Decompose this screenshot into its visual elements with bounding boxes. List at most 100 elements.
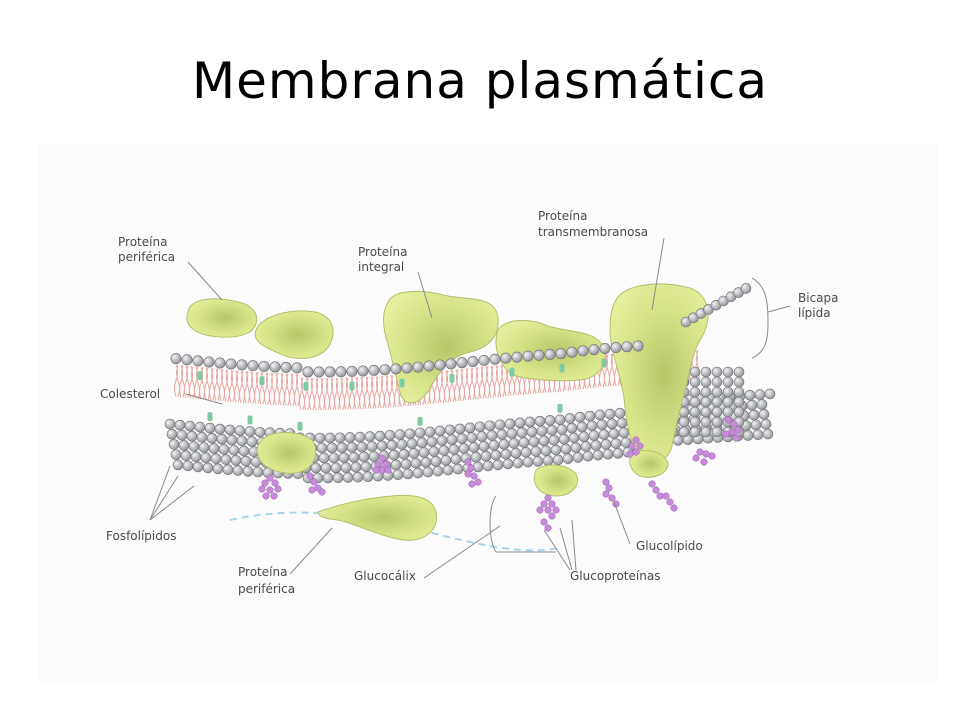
phospholipid-head — [490, 449, 502, 461]
phospholipid-head — [388, 449, 400, 461]
phospholipid-head — [240, 455, 252, 467]
phospholipid-head — [452, 463, 464, 475]
cholesterol — [197, 371, 203, 381]
phospholipid-head — [700, 366, 712, 378]
phospholipid-head — [218, 444, 230, 455]
sugar-bead — [666, 498, 674, 506]
phospholipid-head — [588, 344, 600, 356]
phospholipid-head — [564, 413, 576, 424]
phospholipid-head — [252, 466, 264, 478]
phospholipid-head — [416, 437, 428, 448]
cholesterol — [399, 378, 405, 388]
phospholipid-head — [488, 440, 500, 451]
phospholipid-head — [700, 416, 712, 428]
phospholipid-head — [764, 388, 776, 400]
phospholipid-head — [440, 455, 452, 466]
phospholipid-head — [198, 442, 210, 453]
sugar-bead — [306, 472, 314, 480]
phospholipid-head — [748, 409, 760, 421]
phospholipid-head — [744, 389, 756, 401]
phospholipid-head — [434, 425, 446, 437]
cholesterol — [207, 412, 213, 422]
phospholipid-head — [192, 355, 204, 367]
phospholipid-head — [504, 418, 516, 430]
phospholipid-head — [689, 416, 701, 428]
phospholipid-head — [555, 348, 567, 360]
phospholipid-head — [258, 360, 270, 372]
phospholipid-head — [220, 454, 232, 465]
sugar-bead — [544, 494, 552, 502]
phospholipid-head — [348, 452, 360, 463]
phospholipid-head — [324, 432, 336, 444]
sugar-bead — [632, 436, 640, 444]
phospholipid-head — [410, 457, 422, 469]
phospholipid-head — [454, 423, 466, 435]
phospholipid-head — [756, 399, 768, 410]
transmembrane-protein-foot — [629, 450, 669, 478]
sugar-bead — [662, 492, 670, 500]
phospholipid-head — [458, 443, 470, 454]
phospholipid-head — [532, 456, 544, 467]
phospholipid-head — [500, 352, 512, 364]
phospholipid-head — [534, 415, 546, 427]
phospholipid-head — [182, 460, 194, 472]
sugar-bead — [382, 460, 390, 468]
phospholipid-head — [320, 462, 332, 474]
phospholipid-head — [203, 356, 215, 368]
phospholipid-head — [544, 415, 556, 426]
sugar-bead — [378, 454, 386, 462]
phospholipid-head — [496, 429, 508, 440]
phospholipid-head — [448, 444, 460, 455]
phospholipid-head — [538, 435, 550, 447]
phospholipid-head — [700, 386, 712, 398]
phospholipid-head — [180, 450, 192, 461]
phospholipid-head — [208, 443, 220, 454]
phospholipid-head — [711, 426, 723, 438]
phospholipid-head — [379, 364, 391, 376]
phospholipid-head — [190, 451, 202, 463]
phospholipid-head — [406, 438, 418, 449]
phospholipid-head — [226, 434, 238, 446]
phospholipid-head — [711, 386, 723, 398]
phospholipid-head — [222, 464, 234, 476]
phospholipid-head — [174, 419, 186, 431]
phospholipid-head — [326, 442, 338, 454]
sugar-bead — [648, 480, 656, 488]
sugar-bead — [270, 492, 278, 500]
phospholipid-head — [592, 449, 604, 461]
phospholipid-head — [594, 409, 606, 421]
phospholipid-head — [225, 358, 237, 370]
phospholipid-head — [386, 439, 398, 451]
phospholipid-head — [526, 426, 538, 438]
sugar-bead — [628, 442, 636, 450]
phospholipid-head — [358, 451, 370, 463]
phospholipid-head — [572, 452, 584, 463]
cholesterol — [509, 367, 515, 377]
phospholipid-head — [291, 362, 303, 374]
phospholipid-head — [733, 376, 745, 388]
phospholipid-head — [608, 428, 620, 439]
phospholipid-head — [178, 440, 190, 451]
phospholipid-head — [542, 455, 554, 466]
phospholipid-head — [366, 441, 378, 452]
sugar-bead — [540, 500, 548, 508]
phospholipid-head — [384, 430, 396, 441]
phospholipid-head — [335, 366, 347, 378]
phospholipid-head — [280, 361, 292, 373]
sugar-bead — [544, 524, 552, 532]
phospholipid-head — [269, 361, 281, 373]
phospholipid-head — [214, 357, 226, 369]
phospholipid-head — [390, 363, 402, 375]
phospholipid-head — [432, 465, 444, 477]
phospholipid-head — [484, 420, 496, 432]
phospholipid-head — [750, 419, 762, 431]
sugar-bead — [384, 466, 392, 474]
peripheral-protein-bottom — [317, 494, 438, 541]
phospholipid-head — [552, 454, 564, 466]
phospholipid-head — [536, 425, 548, 437]
phospholipid-head — [530, 446, 542, 457]
phospholipid-head — [468, 442, 480, 453]
phospholipid-head — [596, 419, 608, 431]
phospholipid-head — [689, 396, 701, 408]
phospholipid-head — [206, 432, 218, 444]
